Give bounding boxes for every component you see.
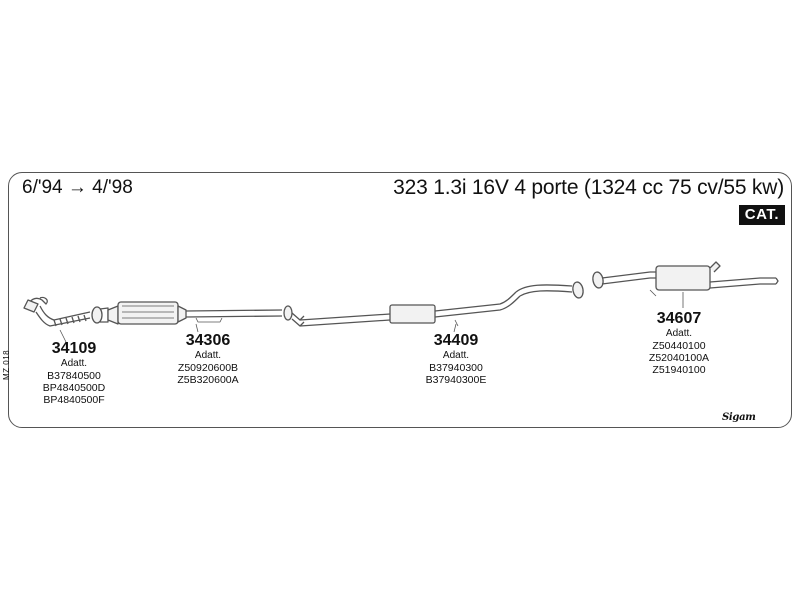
adatt-label: Adatt. [60, 358, 88, 369]
part-code: Z51940100 [652, 364, 706, 376]
leader-lines [59, 292, 684, 343]
part-code: BP4840500F [43, 394, 105, 406]
part-code: B37940300 [429, 362, 483, 374]
part-number: 34409 [433, 332, 479, 349]
model-title: 323 1.3i 16V 4 porte (1324 cc 75 cv/55 k… [393, 176, 784, 199]
adatt-label: Adatt. [665, 328, 693, 339]
part-code: Z50920600B [177, 362, 239, 374]
adatt-label: Adatt. [442, 350, 470, 361]
part-number: 34306 [185, 332, 231, 349]
part-number: 34109 [51, 340, 97, 357]
diagram-panel [8, 172, 792, 428]
sheet-code: MZ 018 [2, 349, 11, 380]
part-label-34109: 34109 Adatt. B37840500 BP4840500D BP4840… [30, 340, 118, 406]
adatt-label: Adatt. [194, 350, 222, 361]
part-code: BP4840500D [42, 382, 106, 394]
part-label-34607: 34607 Adatt. Z50440100 Z52040100A Z51940… [634, 310, 724, 376]
part-number: 34607 [656, 310, 702, 327]
brand-logo: Sigam [722, 412, 756, 423]
part-code: B37840500 [47, 370, 101, 382]
part-code: Z50440100 [652, 340, 706, 352]
middle-muffler-part [291, 281, 584, 327]
date-range: 6/'94 → 4/'98 [22, 177, 133, 198]
part-code: Z5B320600A [177, 374, 239, 386]
part-label-34409: 34409 Adatt. B37940300 B37940300E [408, 332, 504, 386]
part-code: B37940300E [425, 374, 487, 386]
part-code: Z52040100A [648, 352, 710, 364]
front-downpipe-part [23, 296, 109, 327]
cat-badge: CAT. [738, 205, 785, 225]
catalytic-converter-part [107, 301, 293, 325]
rear-muffler-part [592, 261, 779, 297]
part-label-34306: 34306 Adatt. Z50920600B Z5B320600A [160, 332, 256, 386]
